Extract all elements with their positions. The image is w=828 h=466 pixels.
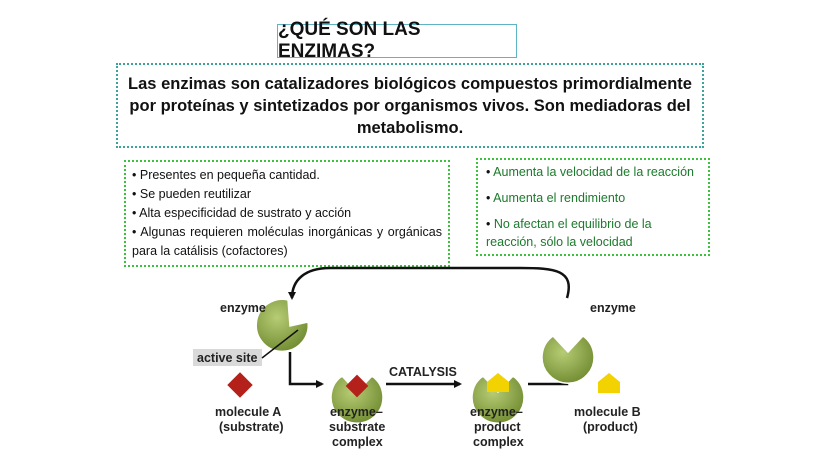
molecule-a-shape: [227, 372, 253, 398]
molecule-b-shape: [598, 373, 620, 393]
effect-item: • Aumenta la velocidad de la reacción: [486, 165, 694, 179]
enzyme-right-label: enzyme: [590, 301, 636, 315]
definition-box: Las enzimas son catalizadores biológicos…: [116, 63, 704, 148]
molecule-b-sub: (product): [583, 420, 638, 434]
effect-item: • No afectan el equilibrio de la reacció…: [486, 217, 652, 249]
ep-complex-label-2: product: [474, 420, 521, 434]
properties-box: • Presentes en pequeña cantidad. • Se pu…: [124, 160, 450, 267]
ep-complex-label-3: complex: [473, 435, 524, 449]
property-item: • Alta especificidad de sustrato y acció…: [132, 206, 352, 220]
es-complex-label-3: complex: [332, 435, 383, 449]
ep-complex-product: [487, 373, 509, 392]
ep-complex-enzyme: [471, 375, 525, 424]
return-arrow: [288, 266, 570, 300]
effects-box: • Aumenta la velocidad de la reacción • …: [476, 158, 710, 256]
definition-text: Las enzimas son catalizadores biológicos…: [128, 74, 692, 137]
es-complex-label-2: substrate: [329, 420, 385, 434]
catalysis-label: CATALYSIS: [389, 365, 457, 379]
molecule-a-sub: (substrate): [219, 420, 284, 434]
property-item: • Algunas requieren moléculas inorgánica…: [132, 225, 442, 258]
property-item: • Se pueden reutilizar: [132, 187, 252, 201]
ep-complex-label-1: enzyme–: [470, 405, 523, 419]
enzyme-left-label: enzyme: [220, 301, 266, 315]
active-site-label: active site: [197, 351, 258, 365]
active-site-pointer: [261, 329, 299, 359]
active-site-box: [193, 349, 262, 366]
enzyme-right: [541, 335, 595, 384]
molecule-a-label: molecule A: [215, 405, 281, 419]
page-title: ¿QUÉ SON LAS ENZIMAS?: [277, 19, 517, 62]
es-complex-enzyme: [330, 375, 384, 424]
binding-arrow: [288, 352, 324, 388]
molecule-b-label: molecule B: [574, 405, 641, 419]
es-complex-label-1: enzyme–: [330, 405, 383, 419]
es-complex-substrate: [345, 374, 369, 398]
property-item: • Presentes en pequeña cantidad.: [132, 168, 320, 182]
enzyme-left: [255, 298, 309, 353]
effect-item: • Aumenta el rendimiento: [486, 191, 626, 205]
